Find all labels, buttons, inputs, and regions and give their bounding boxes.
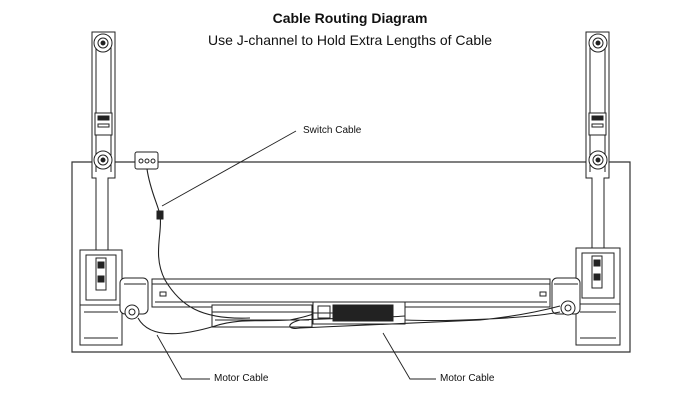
motor-cable-right-path	[290, 306, 560, 328]
leader-switch-cable	[162, 131, 296, 206]
right-leg	[552, 32, 620, 345]
switch-controller	[135, 152, 158, 169]
control-box	[313, 302, 405, 324]
leader-motor-cable-left	[157, 335, 210, 379]
leader-motor-cable-right	[383, 333, 436, 379]
diagram-subtitle: Use J-channel to Hold Extra Lengths of C…	[207, 32, 493, 48]
cable-clip	[157, 211, 163, 219]
switch-cable-label: Switch Cable	[303, 125, 362, 136]
desktop-outline	[72, 162, 630, 352]
diagram-title: Cable Routing Diagram	[272, 10, 428, 26]
motor-cable-label-right: Motor Cable	[440, 373, 495, 384]
motor-cable-left-path	[138, 314, 313, 334]
j-channel	[212, 305, 312, 327]
switch-cable	[147, 169, 250, 318]
left-leg	[80, 32, 148, 345]
motor-cable-label-left: Motor Cable	[214, 373, 269, 384]
